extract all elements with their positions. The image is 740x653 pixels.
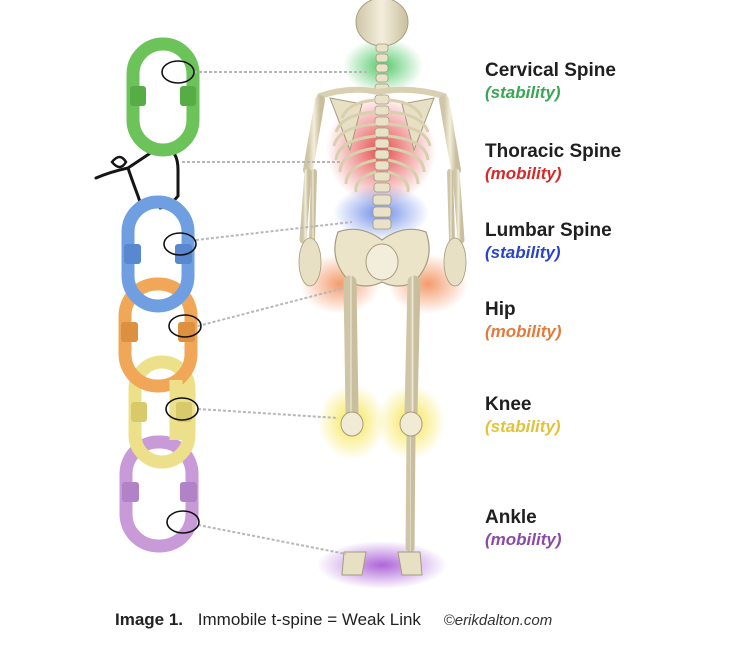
ribcage (332, 98, 432, 193)
ankle-glow (317, 541, 447, 589)
region-name: Knee (485, 394, 532, 415)
connector-knee (197, 408, 339, 419)
knees (340, 411, 423, 437)
connector-ankle (197, 524, 347, 555)
caption-title: Image 1. (115, 610, 184, 629)
label-knee: Knee (stability) (485, 393, 561, 438)
label-thoracic: Thoracic Spine (mobility) (485, 140, 621, 185)
spine (372, 43, 392, 230)
marker-knee (165, 397, 199, 421)
marker-lumbar (163, 232, 197, 256)
region-role: (stability) (485, 417, 561, 436)
skeleton-illustration (298, 0, 468, 589)
region-role: (mobility) (485, 164, 562, 183)
feet (341, 551, 423, 576)
connector-lines (182, 71, 370, 555)
rope-knot (110, 155, 128, 169)
region-role: (stability) (485, 243, 561, 262)
marker-cervical (161, 60, 195, 84)
region-name: Ankle (485, 507, 537, 528)
label-ankle: Ankle (mobility) (485, 506, 562, 551)
legs (343, 275, 421, 553)
link-markers (161, 60, 202, 534)
caption-text: Immobile t-spine = Weak Link (197, 610, 421, 629)
caption-credit: ©erikdalton.com (443, 612, 553, 629)
skull (355, 0, 409, 47)
figure-caption: Image 1. Immobile t-spine = Weak Link ©e… (115, 610, 552, 630)
region-role: (stability) (485, 83, 561, 102)
chain-illustration (94, 37, 200, 553)
label-lumbar: Lumbar Spine (stability) (485, 219, 612, 264)
connector-hip (197, 287, 345, 327)
region-role: (mobility) (485, 322, 562, 341)
arms (299, 95, 465, 244)
region-role: (mobility) (485, 530, 562, 549)
region-name: Cervical Spine (485, 60, 616, 81)
region-name: Thoracic Spine (485, 141, 622, 162)
sacrum (365, 243, 399, 281)
region-name: Hip (485, 299, 516, 320)
label-cervical: Cervical Spine (stability) (485, 59, 616, 104)
marker-hip (168, 314, 202, 338)
marker-ankle (166, 510, 200, 534)
clavicles (317, 86, 447, 99)
hands (298, 237, 467, 287)
connector-lumbar (195, 221, 353, 241)
region-name: Lumbar Spine (485, 220, 612, 241)
chain-link-green-sleeve (130, 86, 146, 106)
label-hip: Hip (mobility) (485, 298, 562, 343)
